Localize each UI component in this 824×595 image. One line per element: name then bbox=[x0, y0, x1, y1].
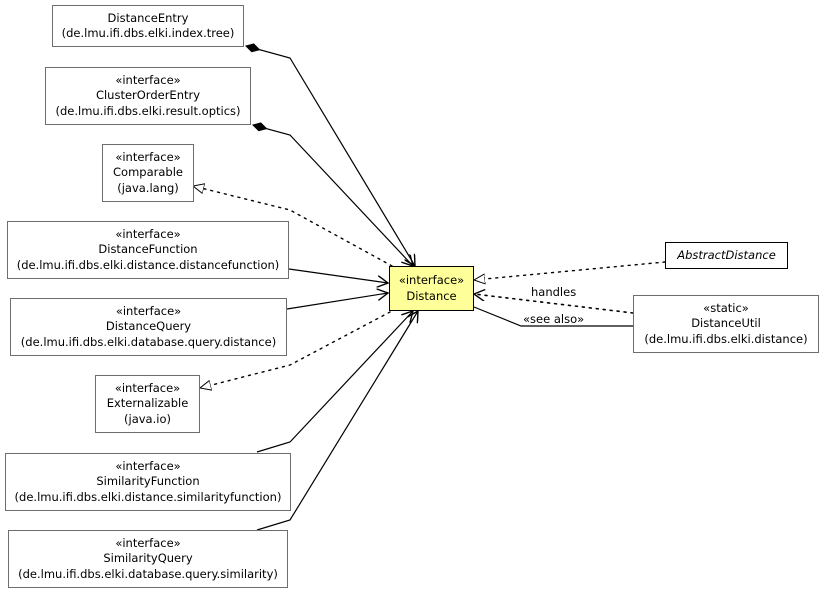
class-package: (de.lmu.ifi.dbs.elki.distance.similarity… bbox=[14, 489, 282, 504]
edge-distancequery-distance bbox=[286, 293, 388, 310]
class-stereotype: «static» bbox=[703, 300, 749, 315]
class-stereotype: «interface» bbox=[115, 303, 182, 318]
class-name: Distance bbox=[406, 288, 457, 303]
class-package: (de.lmu.ifi.dbs.elki.distance.distancefu… bbox=[16, 257, 280, 272]
class-distance-query[interactable]: «interface» DistanceQuery (de.lmu.ifi.db… bbox=[10, 298, 287, 356]
class-stereotype: «interface» bbox=[398, 273, 465, 287]
class-distance[interactable]: «interface» Distance bbox=[389, 266, 474, 311]
class-stereotype: «interface» bbox=[115, 226, 181, 241]
class-stereotype: «interface» bbox=[115, 149, 181, 164]
class-package: (de.lmu.ifi.dbs.elki.database.query.simi… bbox=[18, 566, 278, 581]
class-package: (de.lmu.ifi.dbs.elki.index.tree) bbox=[61, 26, 235, 40]
class-abstract-distance[interactable]: AbstractDistance bbox=[665, 242, 788, 269]
class-cluster-order-entry[interactable]: «interface» ClusterOrderEntry (de.lmu.if… bbox=[45, 67, 251, 125]
class-name: DistanceEntry bbox=[107, 10, 189, 25]
class-stereotype: «interface» bbox=[115, 72, 181, 87]
class-similarity-function[interactable]: «interface» SimilarityFunction (de.lmu.i… bbox=[5, 453, 291, 511]
class-name: DistanceQuery bbox=[105, 319, 192, 334]
edge-clusterorderentry-distance bbox=[253, 125, 413, 266]
edge-distance-comparable bbox=[193, 186, 393, 267]
class-distance-function[interactable]: «interface» DistanceFunction (de.lmu.ifi… bbox=[7, 221, 289, 279]
edge-distanceutil-handles-distance bbox=[474, 294, 634, 314]
class-stereotype: «interface» bbox=[114, 380, 181, 395]
class-name: DistanceFunction bbox=[98, 242, 198, 257]
class-stereotype: «interface» bbox=[115, 458, 181, 473]
class-comparable[interactable]: «interface» Comparable (java.lang) bbox=[102, 144, 194, 202]
edge-label-handles: handles bbox=[531, 285, 577, 299]
class-package: (java.io) bbox=[124, 411, 171, 426]
edge-abstractdistance-distance bbox=[474, 261, 666, 280]
class-externalizable[interactable]: «interface» Externalizable (java.io) bbox=[95, 375, 200, 433]
class-name: Externalizable bbox=[106, 396, 189, 411]
class-name: AbstractDistance bbox=[677, 247, 776, 262]
edge-label-see-also: «see also» bbox=[523, 312, 585, 326]
class-name: SimilarityQuery bbox=[103, 551, 193, 566]
class-package: (de.lmu.ifi.dbs.elki.result.optics) bbox=[55, 103, 241, 118]
edge-distance-externalizable bbox=[200, 311, 391, 388]
edge-distance-seealso-distanceutil bbox=[473, 306, 633, 327]
class-name: ClusterOrderEntry bbox=[95, 88, 201, 103]
class-name: DistanceUtil bbox=[691, 316, 761, 331]
class-name: Comparable bbox=[113, 165, 183, 180]
class-name: SimilarityFunction bbox=[96, 474, 200, 489]
class-package: (de.lmu.ifi.dbs.elki.distance) bbox=[644, 331, 808, 346]
class-stereotype: «interface» bbox=[115, 535, 181, 550]
edge-similarityquery-distance bbox=[256, 311, 418, 531]
edge-similarityfunction-distance bbox=[256, 311, 413, 453]
class-package: (de.lmu.ifi.dbs.elki.database.query.dist… bbox=[20, 334, 277, 349]
class-distance-util[interactable]: «static» DistanceUtil (de.lmu.ifi.dbs.el… bbox=[633, 295, 819, 353]
class-package: (java.lang) bbox=[117, 180, 179, 195]
class-distance-entry[interactable]: DistanceEntry (de.lmu.ifi.dbs.elki.index… bbox=[52, 5, 244, 47]
edge-distancefunction-distance bbox=[288, 268, 388, 283]
class-similarity-query[interactable]: «interface» SimilarityQuery (de.lmu.ifi.… bbox=[8, 530, 288, 588]
